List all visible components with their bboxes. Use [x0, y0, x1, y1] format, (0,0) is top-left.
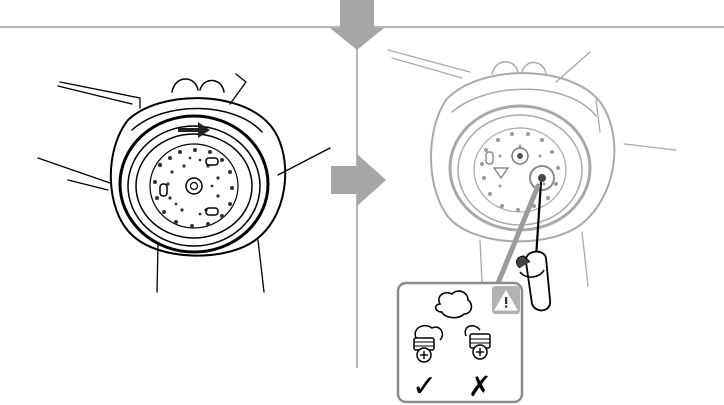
detail-inset-panel: ✓ ✗: [396, 281, 524, 404]
rubber-washer-icon: [434, 290, 473, 319]
screwdriver-icon: [516, 181, 551, 312]
screw-with-washer-icon: [413, 324, 444, 363]
checkmark-icon: ✓: [412, 369, 437, 404]
right-arrow-icon: [331, 154, 386, 206]
callout-leader-line: [493, 183, 541, 291]
fan-left-illustration: [37, 73, 331, 293]
fan-right-illustration: [387, 49, 677, 287]
down-arrow-icon: [330, 0, 384, 50]
screw-washer-misplaced-icon: [464, 325, 491, 360]
warning-triangle-icon: [492, 286, 520, 314]
cross-icon: ✗: [468, 370, 491, 403]
